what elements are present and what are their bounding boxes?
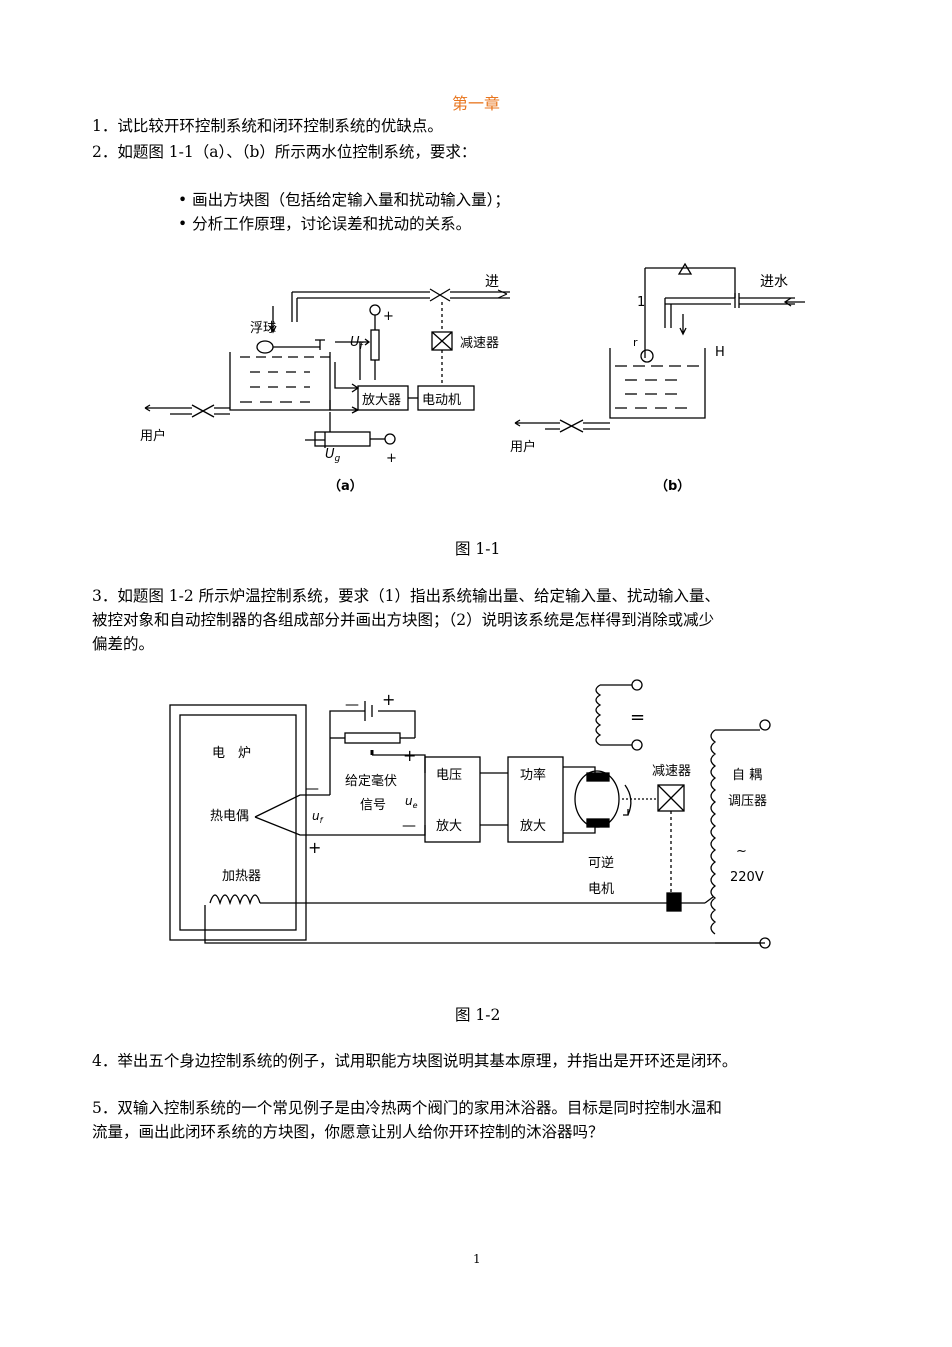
fig2-plus-setpoint: + [403,746,416,765]
fig2-autotransformer-label-1: 自 耦 [732,768,762,783]
fig2-setpoint-label-2: 信号 [360,798,386,813]
fig2-reducer-label: 减速器 [652,764,691,779]
fig1b-caption: （b） [655,478,690,494]
fig1a-user-label: 用户 [140,428,166,444]
fig2-uf-label: uf [312,809,324,825]
fig1a-inlet-label: 进 [485,274,499,290]
fig2-motor-label-1: 可逆 [588,855,614,871]
fig1a-reducer-label: 减速器 [460,336,499,351]
figure-1-2-furnace-control-diagram: 电 炉 热电偶 加热器 给定毫伏 信号 ue uf 电压 放大 功率 放大 减速… [169,679,771,949]
page-number: 1 [473,1252,481,1266]
question-5-line-2: 流量，画出此闭环系统的方块图，你愿意让别人给你开环控制的沐浴器吗？ [92,1123,604,1141]
fig2-power-label-2: 放大 [520,819,546,834]
fig2-heater-label: 加热器 [222,869,261,884]
fig2-voltage-label-1: 电压 [436,768,462,783]
fig1b-one: 1 [637,295,645,310]
fig2-minus-battery: — [345,697,359,713]
figure-1-2-caption: 图 1-2 [455,1006,501,1024]
fig2-tilde: ~ [736,844,747,859]
question-2-item-2: 分析工作原理，讨论误差和扰动的关系。 [178,213,471,235]
fig1a-caption: （a） [328,478,363,494]
fig2-motor-label-2: 电机 [588,882,614,897]
fig1a-amplifier-label: 放大器 [362,393,401,408]
figure-1-1b-water-level-diagram: 进水 1 r H 用户 （b） [510,262,805,494]
question-2: 2．如题图 1-1（a）、（b）所示两水位控制系统，要求： [92,143,477,161]
question-1: 1．试比较开环控制系统和闭环控制系统的优缺点。 [92,117,443,135]
fig2-power-label-1: 功率 [520,767,546,783]
fig1a-uf-label: Uf [350,335,365,352]
chapter-title: 第一章 [451,94,500,113]
fig1a-ug-label: Ug [325,447,341,464]
fig1a-float-label: 浮球 [250,321,276,336]
figure-1-1-caption: 图 1-1 [455,540,501,558]
fig2-plus-thermocouple: + [308,838,321,857]
fig1a-plus-2: + [386,451,397,466]
question-3-line-1: 3．如题图 1-2 所示炉温控制系统，要求（1）指出系统输出量、给定输入量、扰动… [92,587,721,605]
question-3-line-2: 被控对象和自动控制器的各组成部分并画出方块图；（2）说明该系统是怎样得到消除或减… [92,611,715,629]
fig2-ue-label: ue [405,794,418,810]
fig1b-h: H [715,345,725,360]
fig2-voltage-label-2: 放大 [436,819,462,834]
fig2-minus-thermocouple: — [305,781,319,797]
fig1b-user-label: 用户 [510,439,536,455]
question-4: 4．举出五个身边控制系统的例子，试用职能方块图说明其基本原理，并指出是开环还是闭… [92,1052,738,1070]
question-2-item-1: 画出方块图（包括给定输入量和扰动输入量）； [178,189,510,211]
fig2-autotransformer-label-2: 调压器 [728,794,767,809]
fig1a-motor-label: 电动机 [422,393,461,408]
fig2-plus-battery: + [382,690,395,709]
fig2-minus-setpoint: — [402,818,416,834]
fig1a-plus: + [383,309,394,324]
fig1b-inlet-label: 进水 [760,274,788,290]
fig2-thermocouple-label: 热电偶 [210,809,249,824]
figure-1-1a-water-level-diagram: 进 浮球 Uf + 减速器 放大器 电动机 用户 Ug + （a） [140,274,510,494]
fig2-voltage-value: 220V [730,870,764,885]
fig2-setpoint-label-1: 给定毫伏 [345,773,397,789]
question-3-line-3: 偏差的。 [92,635,155,653]
fig2-equals: = [630,707,645,728]
fig2-furnace-label: 电 炉 [212,746,251,761]
question-5-line-1: 5．双输入控制系统的一个常见例子是由冷热两个阀门的家用沐浴器。目标是同时控制水温… [92,1099,722,1117]
fig1b-r: r [633,336,638,349]
